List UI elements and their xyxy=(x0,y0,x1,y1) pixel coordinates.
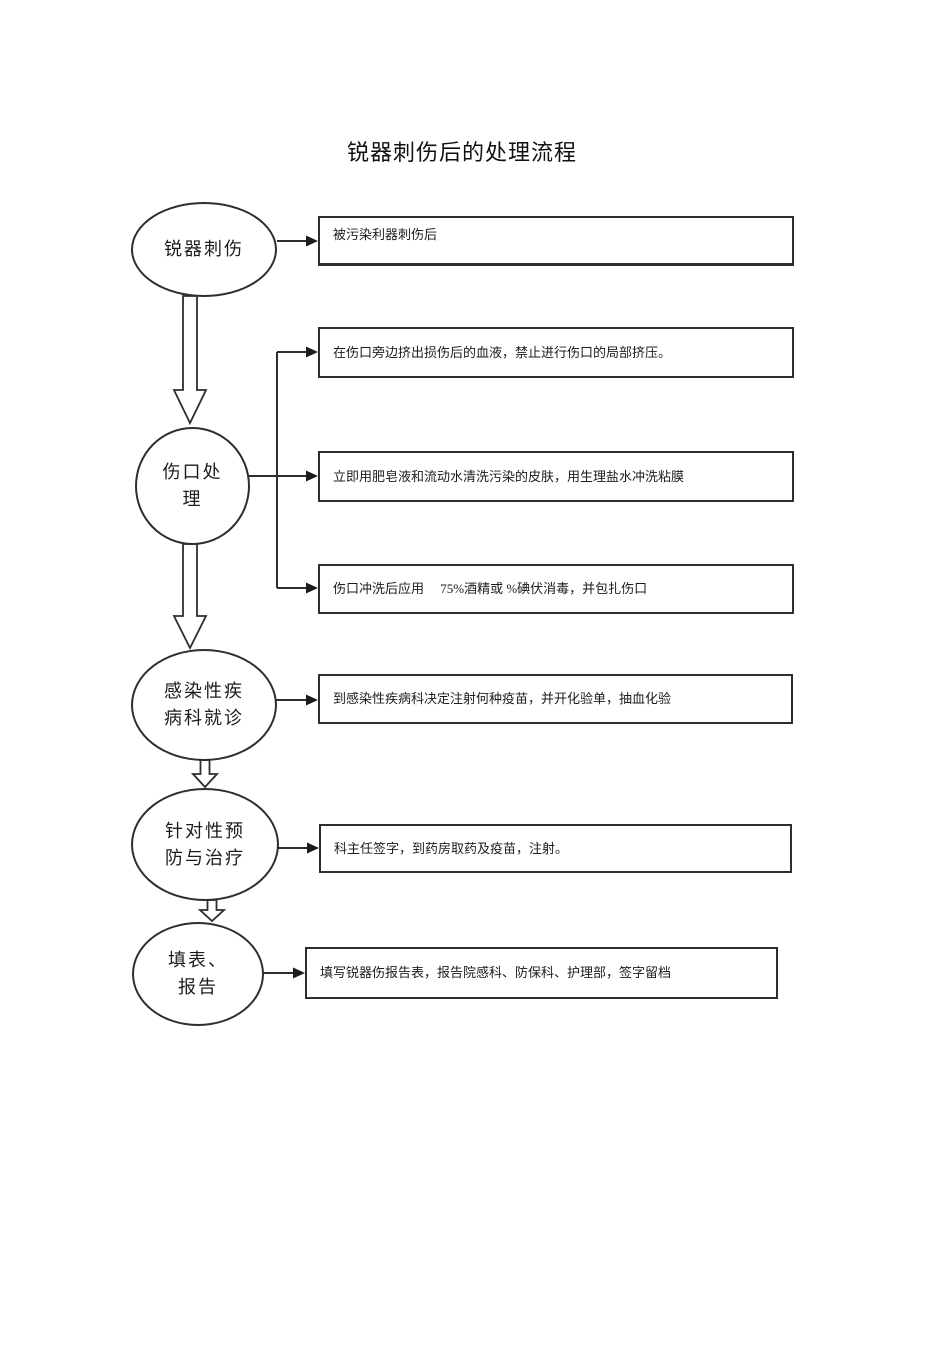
down-arrow-hollow-4 xyxy=(197,899,227,923)
connector-report-to-note xyxy=(263,967,305,979)
flow-node-wound-care: 伤口处 理 xyxy=(135,427,250,545)
flow-node-targeted-prevention: 针对性预 防与治疗 xyxy=(131,788,279,901)
flow-node-form-report: 填表、 报告 xyxy=(132,922,264,1026)
flow-node-sharp-injury: 锐器刺伤 xyxy=(131,202,277,297)
detail-box-director-signature: 科主任签字，到药房取药及疫苗，注射。 xyxy=(319,824,792,873)
detail-box-wash-skin: 立即用肥皂液和流动水清洗污染的皮肤，用生理盐水冲洗粘膜 xyxy=(318,451,794,502)
detail-box-contaminated-injury: 被污染利器刺伤后 xyxy=(318,216,794,266)
detail-box-fill-report-form: 填写锐器伤报告表，报告院感科、防保科、护理部，签字留档 xyxy=(305,947,778,999)
page-title: 锐器刺伤后的处理流程 xyxy=(346,140,577,165)
down-arrow-hollow-3 xyxy=(190,759,220,789)
flow-node-infection-dept-visit: 感染性疾 病科就诊 xyxy=(131,649,277,761)
connector-infection-dept-to-note xyxy=(276,694,318,706)
detail-box-vaccine-lab-test: 到感染性疾病科决定注射何种疫苗，并开化验单，抽血化验 xyxy=(318,674,793,724)
connector-wound-care-branch xyxy=(248,346,318,594)
connector-injury-to-note xyxy=(277,235,318,247)
down-arrow-hollow-1 xyxy=(172,295,208,426)
down-arrow-hollow-2 xyxy=(172,543,208,651)
detail-box-disinfect-bandage: 伤口冲洗后应用 75%酒精或 %碘伏消毒，并包扎伤口 xyxy=(318,564,794,614)
connector-prevention-to-note xyxy=(278,842,319,854)
detail-box-squeeze-blood: 在伤口旁边挤出损伤后的血液，禁止进行伤口的局部挤压。 xyxy=(318,327,794,378)
